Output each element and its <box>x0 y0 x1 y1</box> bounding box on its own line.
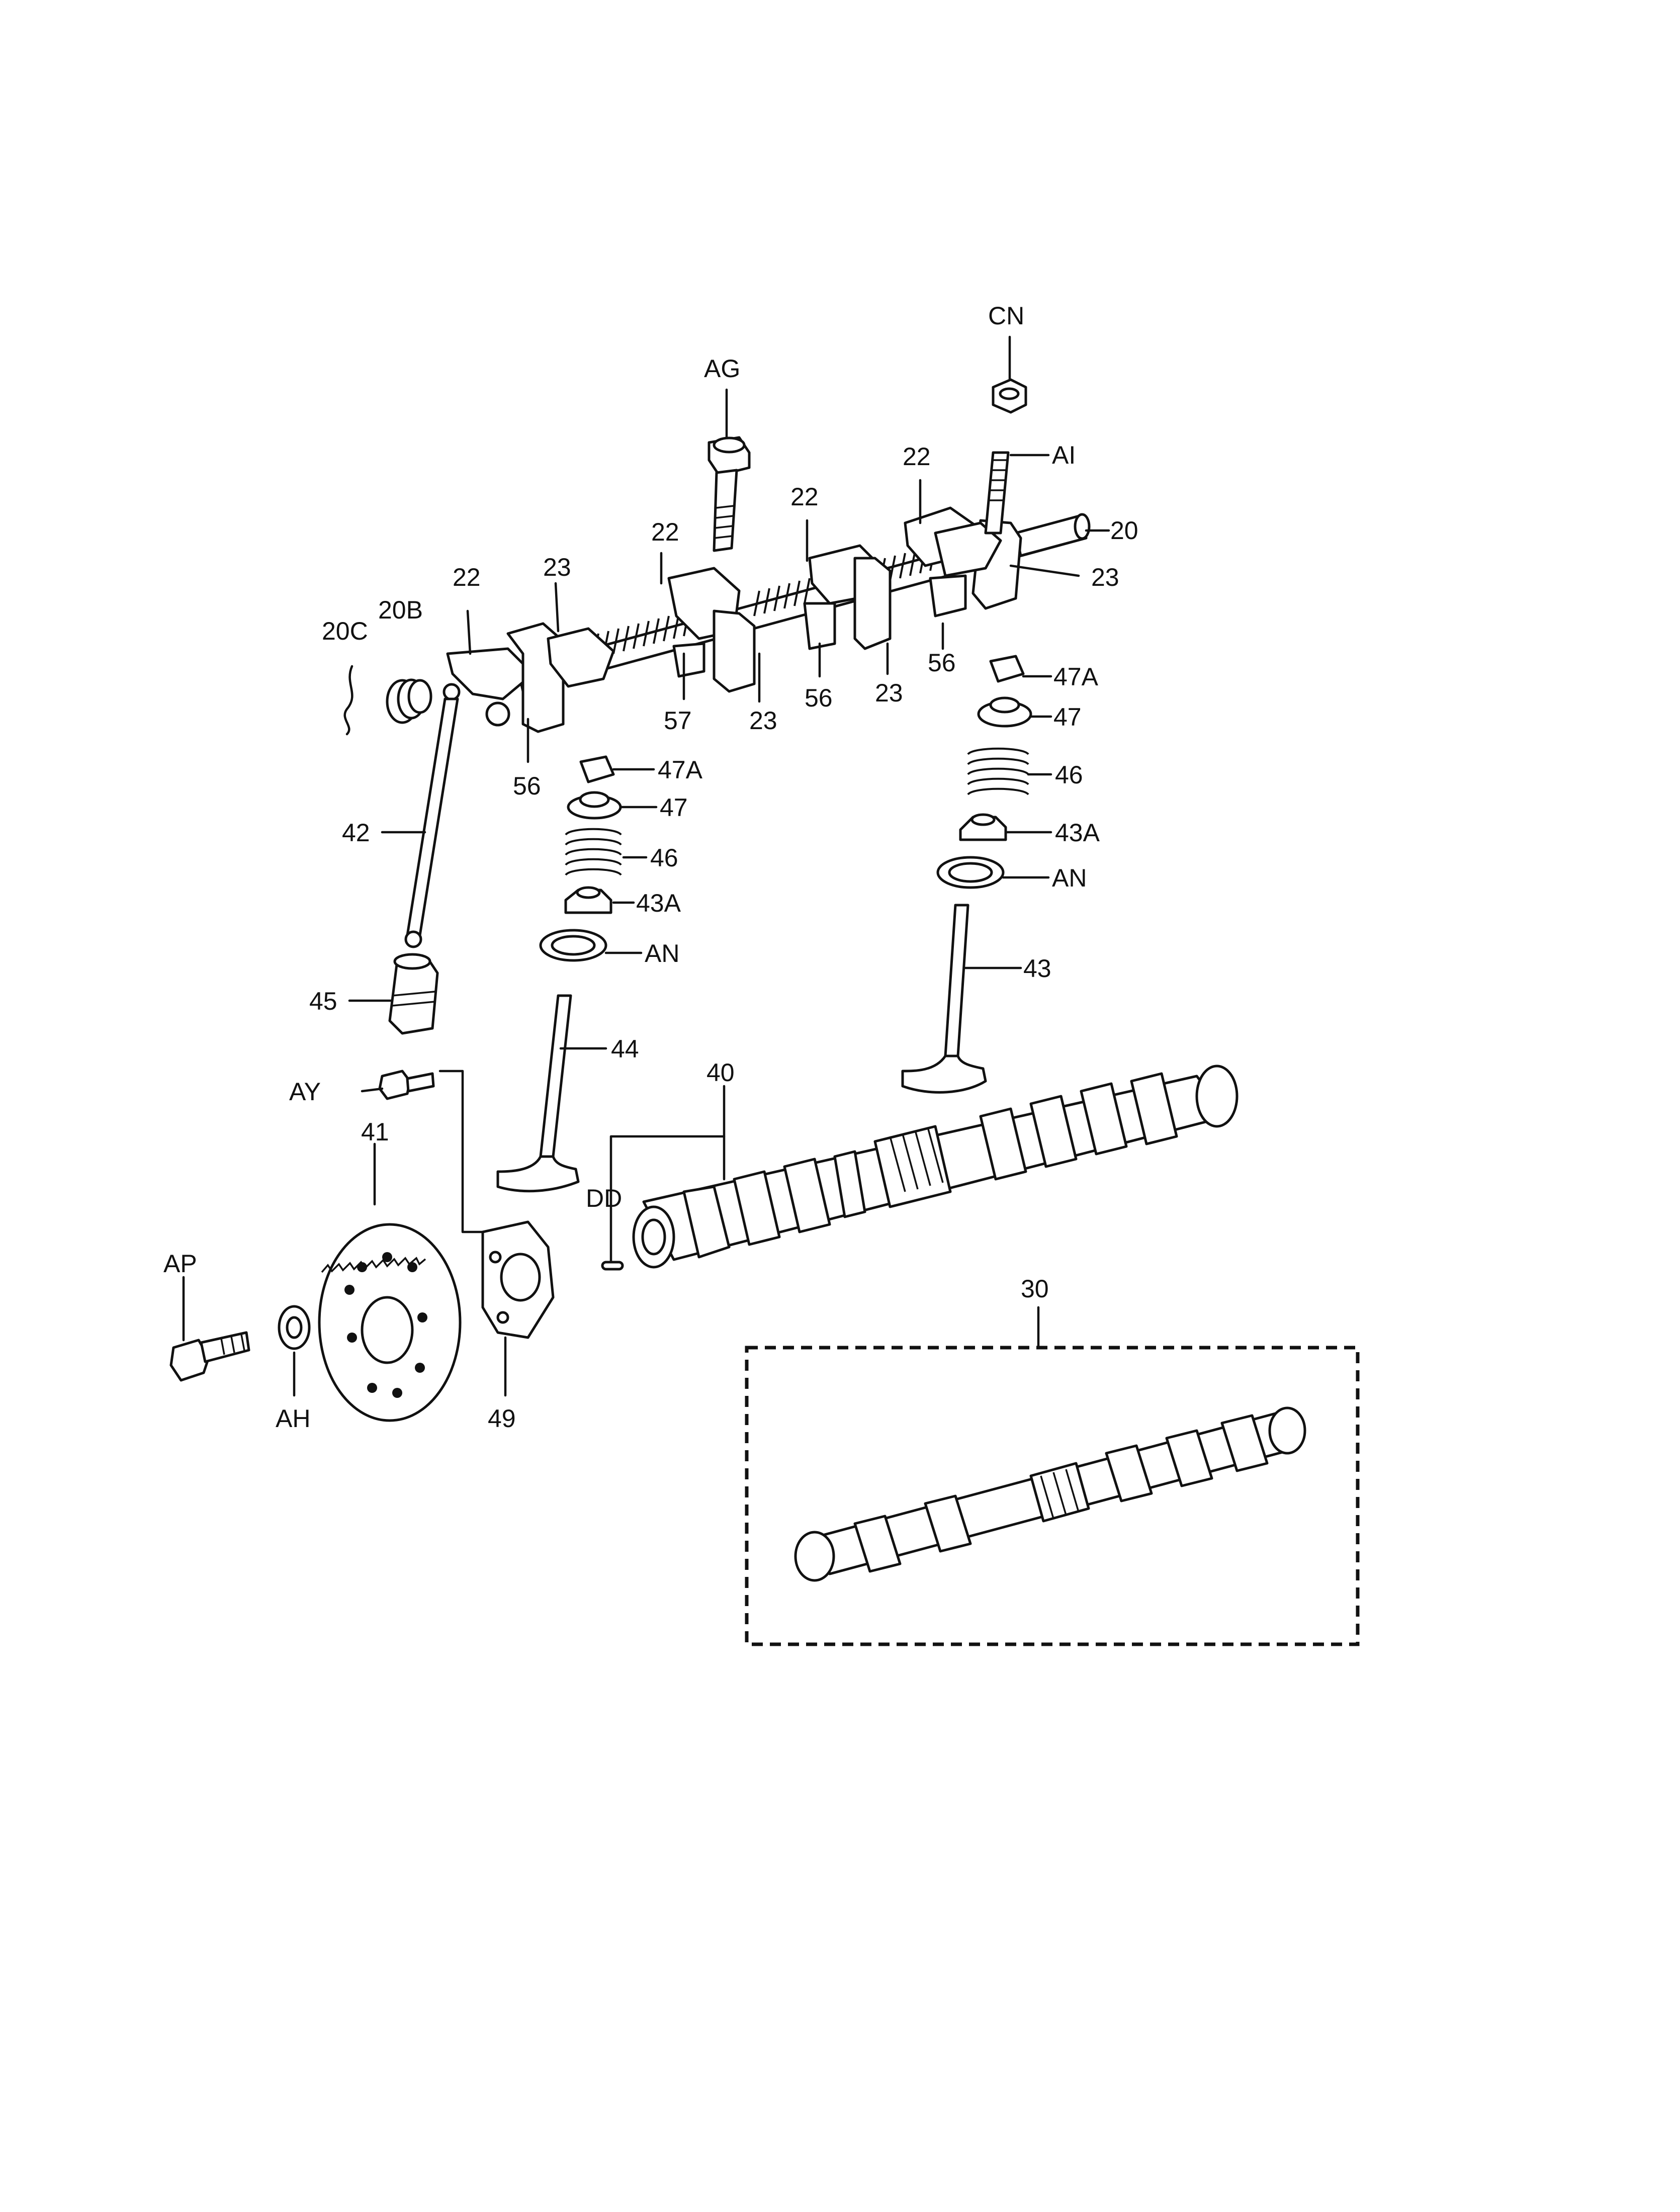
rocker-arm-1 <box>446 622 565 733</box>
valve-keeper-right <box>989 655 1025 683</box>
bolt-ay <box>378 1070 435 1100</box>
callout-ai: AI <box>1052 441 1076 469</box>
callout-43a-right: 43A <box>1055 819 1100 847</box>
rocker-arm-4 <box>803 506 977 650</box>
callout-20b: 20B <box>378 596 423 624</box>
callout-20c: 20C <box>322 617 368 645</box>
valve-keeper-left <box>579 755 615 783</box>
callout-56-b: 56 <box>805 684 833 712</box>
valve-seal-right <box>959 813 1007 841</box>
rocker-bolt <box>708 436 751 552</box>
callout-47-left: 47 <box>660 793 688 822</box>
callout-23-d: 23 <box>1091 563 1119 591</box>
bolt-ap <box>169 1331 250 1382</box>
callout-56-a: 56 <box>513 772 541 800</box>
callout-ap: AP <box>163 1250 197 1278</box>
valve-right <box>901 904 987 1094</box>
leader-lines <box>182 335 1110 1397</box>
callout-42: 42 <box>342 819 370 847</box>
callout-47-right: 47 <box>1053 703 1082 731</box>
valve-washer-right <box>936 856 1005 889</box>
rocker-stud <box>984 451 1010 535</box>
rocker-shaft-assembly <box>343 378 1091 736</box>
callout-23-c: 23 <box>875 679 903 707</box>
callout-44: 44 <box>611 1035 639 1063</box>
pushrod <box>404 683 461 948</box>
rocker-arm-2 <box>547 567 741 688</box>
valve-seal-left <box>564 886 612 914</box>
callout-cn: CN <box>988 302 1024 330</box>
dowel-pin <box>601 1261 624 1271</box>
callout-46-right: 46 <box>1055 761 1083 789</box>
callout-20: 20 <box>1110 516 1138 545</box>
callout-an-right: AN <box>1052 864 1087 892</box>
callout-labels: CN AG AI 20 20B 20C 22 22 22 22 23 23 23… <box>163 302 1138 1433</box>
callout-ay: AY <box>289 1078 321 1106</box>
valve-washer-left <box>539 929 607 962</box>
callout-30: 30 <box>1021 1275 1049 1303</box>
callout-49: 49 <box>488 1404 516 1433</box>
spring-retainer-right <box>977 696 1032 728</box>
tappet <box>388 953 439 1035</box>
camshaft-gear <box>318 1223 462 1422</box>
callout-22-a: 22 <box>453 563 481 591</box>
callout-22-b: 22 <box>651 518 679 546</box>
callout-40: 40 <box>706 1058 735 1087</box>
rocker-nut <box>992 378 1027 414</box>
callout-41: 41 <box>361 1118 389 1146</box>
callout-43: 43 <box>1023 954 1051 983</box>
callout-an-left: AN <box>645 939 679 967</box>
callout-23-a: 23 <box>543 553 571 581</box>
callout-47a-left: 47A <box>658 756 703 784</box>
camshaft-assembly-box <box>745 1346 1360 1646</box>
washer-ah <box>278 1305 311 1350</box>
callout-57: 57 <box>664 706 692 735</box>
callout-ag: AG <box>704 355 740 383</box>
valve-spring-right <box>967 747 1029 795</box>
camshaft <box>632 1065 1239 1269</box>
callout-ah: AH <box>276 1404 310 1433</box>
rocker-shaft-end <box>1014 513 1091 557</box>
callout-23-b: 23 <box>749 706 777 735</box>
callout-22-c: 22 <box>790 483 819 511</box>
retaining-clip <box>343 665 353 736</box>
callout-47a-right: 47A <box>1053 663 1099 691</box>
rocker-arm-5 <box>929 519 1022 617</box>
callout-45: 45 <box>309 987 337 1015</box>
callout-56-c: 56 <box>928 649 956 677</box>
valve-spring-left <box>565 828 622 876</box>
thrust-plate <box>481 1220 555 1339</box>
rocker-spring-2 <box>753 578 811 616</box>
valve-left <box>496 994 580 1193</box>
callout-46-left: 46 <box>650 844 678 872</box>
callout-dd: DD <box>586 1184 622 1212</box>
callout-43a-left: 43A <box>636 889 681 917</box>
callout-22-d: 22 <box>903 443 931 471</box>
spring-retainer-left <box>567 791 622 820</box>
spring-washer <box>386 678 432 724</box>
